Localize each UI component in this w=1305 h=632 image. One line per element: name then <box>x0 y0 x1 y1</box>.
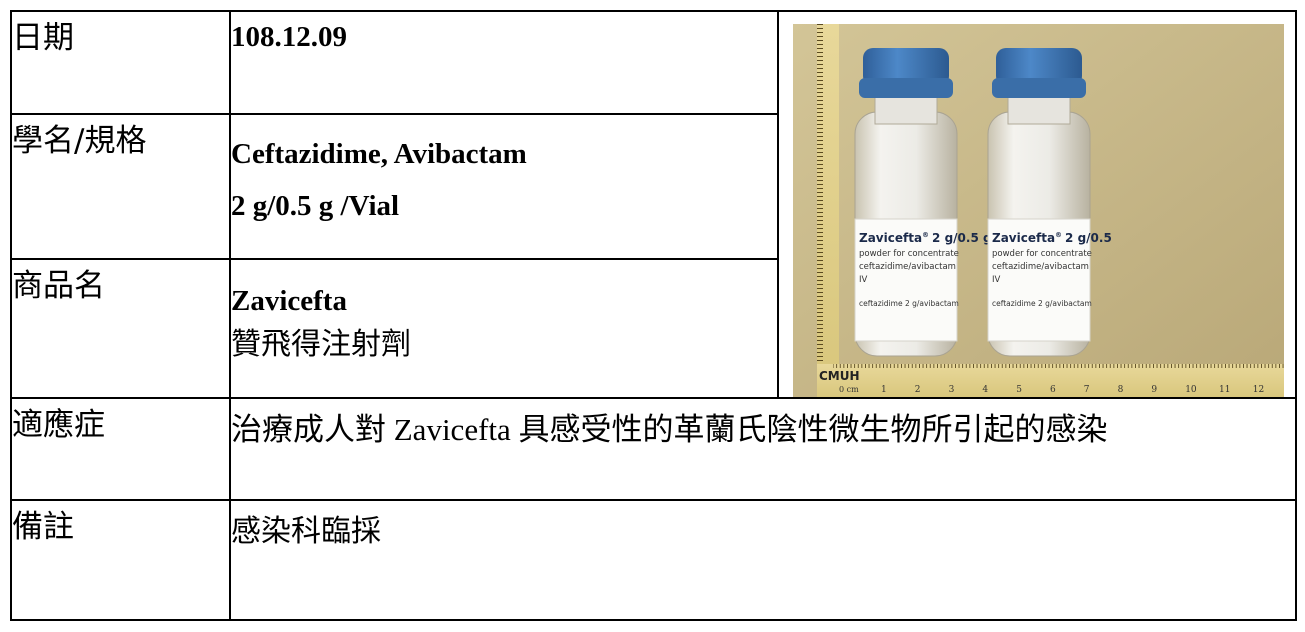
date-label: 日期 <box>10 10 231 115</box>
brand-row: 商品名 Zavicefta 贊飛得注射劑 <box>10 257 1296 400</box>
ruler-number: 7 <box>1084 385 1090 395</box>
indication-row: 適應症 治療成人對 Zavicefta 具感受性的革蘭氏陰性微生物所引起的感染 <box>10 397 1297 501</box>
generic-name: Ceftazidime, Avibactam <box>231 137 527 170</box>
date-value: 108.12.09 <box>231 21 347 53</box>
ruler-number: 12 <box>1253 385 1264 395</box>
remark-row: 備註 感染科臨採 <box>10 499 1297 621</box>
ruler-brand: CMUH <box>819 369 860 383</box>
date-value-cell: 108.12.09 <box>229 10 779 115</box>
ruler-numbers: 12345678910111213 <box>881 385 1264 395</box>
ruler-number: 4 <box>982 385 988 395</box>
date-row: 日期 108.12.09 <box>10 10 1297 399</box>
svg-text:ceftazidime/avibactam: ceftazidime/avibactam <box>992 262 1089 272</box>
brand-label: 商品名 <box>10 257 231 400</box>
ruler-number: 10 <box>1185 385 1197 395</box>
brand-name-chinese: 贊飛得注射劑 <box>231 326 411 362</box>
ruler-number: 3 <box>949 385 955 395</box>
photo-cell: CMUH 0 cm 12345678910111213 Zavicefta®2 … <box>777 10 1297 399</box>
indication-label: 適應症 <box>10 397 231 501</box>
svg-text:ceftazidime 2 g/avibactam: ceftazidime 2 g/avibactam <box>992 299 1092 308</box>
svg-text:IV: IV <box>859 275 868 285</box>
vial-left: Zavicefta®2 g/0.5 g powder for concentra… <box>854 48 992 357</box>
ruler-number: 2 <box>915 385 921 395</box>
ruler-number: 11 <box>1219 385 1230 395</box>
svg-text:ceftazidime/avibactam: ceftazidime/avibactam <box>859 262 956 272</box>
remark-value-cell: 感染科臨採 <box>229 499 1297 621</box>
ruler-number: 9 <box>1151 385 1157 395</box>
indication-value-cell: 治療成人對 Zavicefta 具感受性的革蘭氏陰性微生物所引起的感染 <box>229 397 1297 501</box>
svg-text:IV: IV <box>992 275 1001 285</box>
ruler-number: 8 <box>1118 385 1124 395</box>
remark-value: 感染科臨採 <box>231 514 381 549</box>
svg-text:powder for concentrate: powder for concentrate <box>859 249 959 259</box>
ruler-number: 1 <box>881 385 887 395</box>
indication-value: 治療成人對 Zavicefta 具感受性的革蘭氏陰性微生物所引起的感染 <box>231 412 1108 447</box>
strength: 2 g/0.5 g /Vial <box>231 189 400 222</box>
svg-text:powder for concentrate: powder for concentrate <box>992 249 1092 259</box>
svg-text:Zavicefta®2 g/0.5: Zavicefta®2 g/0.5 <box>992 231 1112 245</box>
brand-name: Zavicefta <box>231 284 347 317</box>
ruler-unit: 0 cm <box>839 385 859 394</box>
remark-label: 備註 <box>10 499 231 621</box>
svg-text:ceftazidime 2 g/avibactam: ceftazidime 2 g/avibactam <box>859 299 959 308</box>
product-photo: CMUH 0 cm 12345678910111213 Zavicefta®2 … <box>793 24 1284 397</box>
ruler-number: 6 <box>1050 385 1056 395</box>
brand-value-cell: Zavicefta 贊飛得注射劑 <box>229 257 779 400</box>
name-value-cell: Ceftazidime, Avibactam 2 g/0.5 g /Vial <box>229 112 779 260</box>
ruler-number: 5 <box>1016 385 1022 395</box>
vial-right: Zavicefta®2 g/0.5 powder for concentrate… <box>987 48 1112 357</box>
name-row: 學名/規格 Ceftazidime, Avibactam 2 g/0.5 g /… <box>10 112 1296 260</box>
svg-text:Zavicefta®2 g/0.5 g: Zavicefta®2 g/0.5 g <box>859 231 992 245</box>
drug-info-table: 日期 108.12.09 <box>10 10 1297 621</box>
name-label: 學名/規格 <box>10 112 231 260</box>
